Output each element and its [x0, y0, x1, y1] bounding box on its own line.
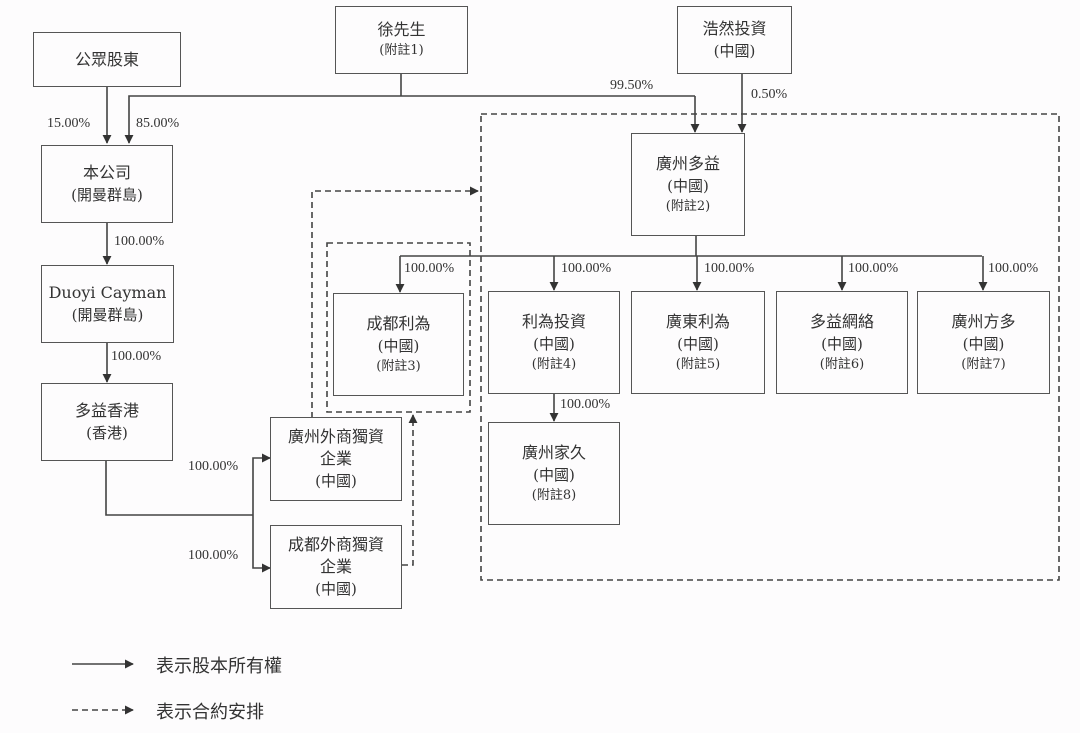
node-gz-jiajiu: 廣州家久 (中國) (附註8) [488, 422, 620, 525]
pct-gz-duoyi-to-gd-liwei: 100.00% [704, 261, 755, 276]
node-name: 成都利為 [366, 313, 431, 333]
node-note: (附註6) [819, 356, 865, 372]
node-region: (中國) [677, 334, 719, 353]
node-name: 多益網絡 [809, 311, 874, 331]
pct-hk-to-gz-wfoe: 100.00% [188, 459, 239, 474]
node-duoyi-network: 多益網絡 (中國) (附註6) [776, 291, 908, 394]
legend-dashed-label: 表示合約安排 [156, 702, 264, 723]
node-name: 利為投資 [521, 311, 586, 331]
node-region: (中國) [962, 334, 1005, 353]
pct-xu-to-gz-duoyi: 99.50% [610, 78, 654, 93]
edge-hk-to-cd-wfoe [252, 515, 271, 573]
pct-public-to-company: 15.00% [47, 116, 91, 131]
node-mr-xu: 徐先生 (附註1) [335, 6, 468, 74]
node-region: (中國) [377, 336, 420, 355]
node-name: 公眾股東 [74, 49, 139, 69]
node-name-line2: 企業 [319, 449, 352, 468]
node-name: 成都外商獨資 [287, 535, 384, 554]
node-region: (香港) [86, 424, 128, 442]
node-region: (中國) [821, 334, 863, 353]
vie-boundary-box [480, 113, 1060, 581]
pct-gz-duoyi-to-duoyi-network: 100.00% [848, 261, 899, 276]
node-cd-liwei: 成都利為 (中國) (附註3) [333, 293, 464, 396]
node-note: (附註3) [376, 358, 421, 374]
contract-gz-wfoe-to-vie [311, 186, 479, 418]
node-name: 多益香港 [74, 401, 139, 420]
node-region: (中國) [667, 176, 709, 195]
node-region: (中國) [713, 42, 756, 60]
node-public-shareholders: 公眾股東 [33, 32, 181, 87]
pct-hk-to-cd-wfoe: 100.00% [188, 548, 239, 563]
pct-haoran-to-gz-duoyi: 0.50% [751, 87, 788, 102]
node-name: 廣東利為 [665, 311, 730, 331]
node-name-line2: 企業 [319, 557, 352, 576]
edge-xu-to-company [124, 95, 695, 144]
node-name: 徐先生 [377, 20, 426, 39]
pct-company-to-cayman: 100.00% [114, 234, 165, 249]
node-cd-wfoe: 成都外商獨資 企業 (中國) [270, 525, 402, 609]
node-note: (附註7) [961, 356, 1006, 372]
pct-gz-duoyi-to-gz-fangduo: 100.00% [988, 261, 1039, 276]
node-name: 廣州家久 [521, 442, 586, 462]
node-duoyi-hk: 多益香港 (香港) [41, 383, 173, 461]
node-gz-fangduo: 廣州方多 (中國) (附註7) [917, 291, 1050, 394]
node-name: 本公司 [82, 163, 131, 182]
node-gz-duoyi: 廣州多益 (中國) (附註2) [631, 133, 745, 236]
node-note: (附註8) [531, 487, 577, 503]
node-region: (開曼群島) [71, 306, 144, 324]
pct-gz-duoyi-to-cd-liwei: 100.00% [404, 261, 455, 276]
node-note: (附註4) [531, 356, 577, 372]
node-note: (附註5) [675, 356, 721, 372]
node-liwei-invest: 利為投資 (中國) (附註4) [488, 291, 620, 394]
pct-gz-duoyi-to-liwei-invest: 100.00% [561, 261, 612, 276]
edge-hk-to-gz-wfoe [252, 453, 271, 515]
pct-liwei-invest-to-jiajiu: 100.00% [560, 397, 611, 412]
node-duoyi-cayman: Duoyi Cayman (開曼群島) [41, 265, 174, 343]
node-name: 浩然投資 [702, 19, 767, 38]
node-region: (中國) [315, 580, 357, 598]
edge-hk-bus [105, 461, 253, 516]
node-name: 廣州方多 [951, 311, 1016, 331]
node-region: (中國) [315, 472, 357, 490]
node-name: 廣州多益 [655, 153, 720, 173]
pct-cayman-to-hk: 100.00% [111, 349, 162, 364]
node-region: (開曼群島) [71, 186, 143, 204]
pct-xu-to-company: 85.00% [136, 116, 180, 131]
cd-liwei-boundary-box [326, 242, 471, 413]
node-note: (附註1) [379, 43, 424, 58]
legend-solid-label: 表示股本所有權 [156, 656, 282, 677]
node-region: (中國) [533, 465, 575, 484]
contract-cd-wfoe-to-cd-liwei [402, 414, 418, 566]
node-name: 廣州外商獨資 [287, 427, 384, 446]
node-haoran-invest: 浩然投資 (中國) [677, 6, 792, 74]
node-name: Duoyi Cayman [48, 283, 167, 302]
node-gd-liwei: 廣東利為 (中國) (附註5) [631, 291, 765, 394]
node-company: 本公司 (開曼群島) [41, 145, 173, 223]
node-region: (中國) [533, 334, 575, 353]
node-gz-wfoe: 廣州外商獨資 企業 (中國) [270, 417, 402, 501]
node-note: (附註2) [665, 198, 711, 214]
